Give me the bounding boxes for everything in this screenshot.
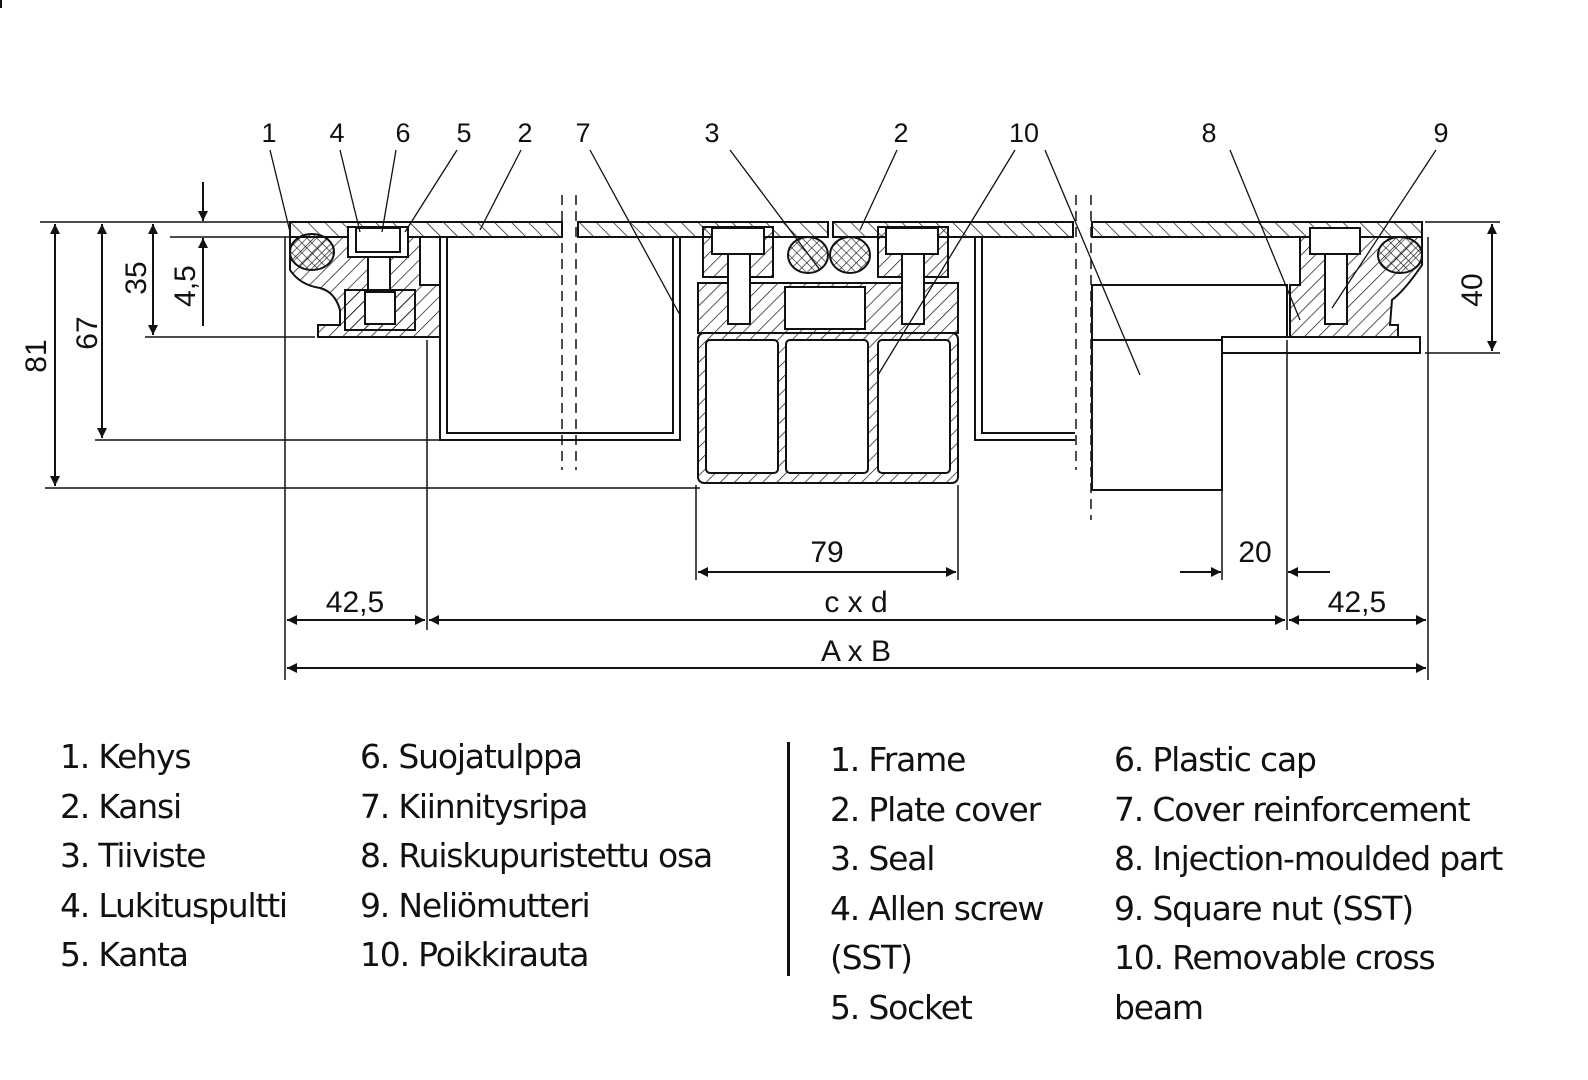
seal-right	[1377, 236, 1423, 274]
seal-center-right	[829, 236, 871, 274]
legend-item: 4. Lukituspultti	[60, 885, 288, 925]
cross-beam-right	[1091, 284, 1288, 341]
callout-3: 3	[704, 118, 719, 148]
reinforcement-left	[439, 237, 681, 441]
legend-item: 6. Plastic cap	[1114, 740, 1317, 779]
callout-6: 6	[395, 118, 410, 148]
dim-42-5-right: 42,5	[1328, 586, 1386, 619]
legend-item: 1. Kehys	[60, 737, 192, 776]
legend-item: 7. Cover reinforcement	[1114, 789, 1471, 829]
legend-item: 7. Kiinnitysripa	[360, 786, 589, 826]
extension-lines	[40, 221, 1500, 680]
nut-hole-left	[364, 291, 396, 325]
legend-en-col1: 1. Frame 2. Plate cover 3. Seal 4. Allen…	[830, 735, 1044, 1032]
dimension-arrows	[50, 182, 1497, 673]
legend-item: 8. Injection-moulded part	[1114, 839, 1503, 878]
callout-5: 5	[456, 118, 471, 148]
legend-fi-col2: 6. Suojatulppa 7. Kiinnitysripa 8. Ruisk…	[360, 732, 713, 980]
callouts: 1 4 6 5 2 7 3 2 10 8 9	[261, 118, 1448, 148]
dim-20: 20	[1238, 536, 1271, 569]
plate-cover-mid-right	[832, 221, 1074, 238]
technical-drawing: 1 4 6 5 2 7 3 2 10 8 9 81 67 35 4,5 40 7…	[0, 0, 1500, 680]
legend-item: 9. Neliömutteri	[360, 885, 591, 925]
legend-divider	[787, 742, 790, 976]
cross-section	[289, 195, 1423, 520]
legend-item: 1. Frame	[830, 740, 966, 779]
reinforcement-right	[974, 237, 1075, 441]
callout-7: 7	[575, 118, 590, 148]
legend-item: 5. Socket	[830, 987, 973, 1027]
callout-1: 1	[261, 118, 276, 148]
callout-8: 8	[1201, 118, 1216, 148]
dimension-labels: 81 67 35 4,5 40 79 20 42,5 c x d 42,5 A …	[20, 261, 1489, 668]
dim-c-x-d: c x d	[824, 586, 887, 619]
dim-a-x-b: A x B	[821, 635, 891, 668]
legend-item: 4. Allen screw	[830, 888, 1044, 928]
callout-9: 9	[1433, 118, 1448, 148]
dim-81: 81	[20, 339, 53, 372]
legend-item: 10. Poikkirauta	[360, 935, 590, 974]
dim-79: 79	[810, 536, 843, 569]
dim-42-5-left: 42,5	[326, 586, 384, 619]
legend-item: 2. Plate cover	[830, 789, 1041, 829]
legend-item: 5. Kanta	[60, 935, 189, 974]
plate-cover-right	[1091, 221, 1423, 238]
legend-item: 3. Seal	[830, 839, 935, 878]
callout-10: 10	[1009, 118, 1039, 148]
legend-item: 6. Suojatulppa	[360, 737, 583, 776]
legend-item: 3. Tiiviste	[60, 836, 207, 875]
flange-right	[1221, 336, 1421, 354]
legend-item: 2. Kansi	[60, 786, 182, 826]
dim-40: 40	[1456, 273, 1489, 306]
leader-lines	[269, 149, 1437, 376]
dim-35: 35	[120, 261, 153, 294]
dim-67: 67	[71, 316, 104, 349]
legend-item: 8. Ruiskupuristettu osa	[360, 836, 713, 875]
legend-item: 9. Square nut (SST)	[1114, 888, 1414, 928]
dim-4-5: 4,5	[169, 265, 202, 307]
legend-item: beam	[1114, 987, 1204, 1027]
legend-fi-col1: 1. Kehys 2. Kansi 3. Tiiviste 4. Lukitus…	[60, 732, 288, 980]
callout-4: 4	[329, 118, 344, 148]
callout-2a: 2	[517, 118, 532, 148]
cap-left	[355, 227, 401, 253]
legend-item: 10. Removable cross	[1114, 938, 1436, 977]
plate-cover-left	[289, 221, 563, 238]
legend-en-col2: 6. Plastic cap 7. Cover reinforcement 8.…	[1114, 735, 1503, 1032]
callout-2b: 2	[893, 118, 908, 148]
legend-item: (SST)	[830, 938, 913, 977]
seal-left	[289, 233, 335, 271]
